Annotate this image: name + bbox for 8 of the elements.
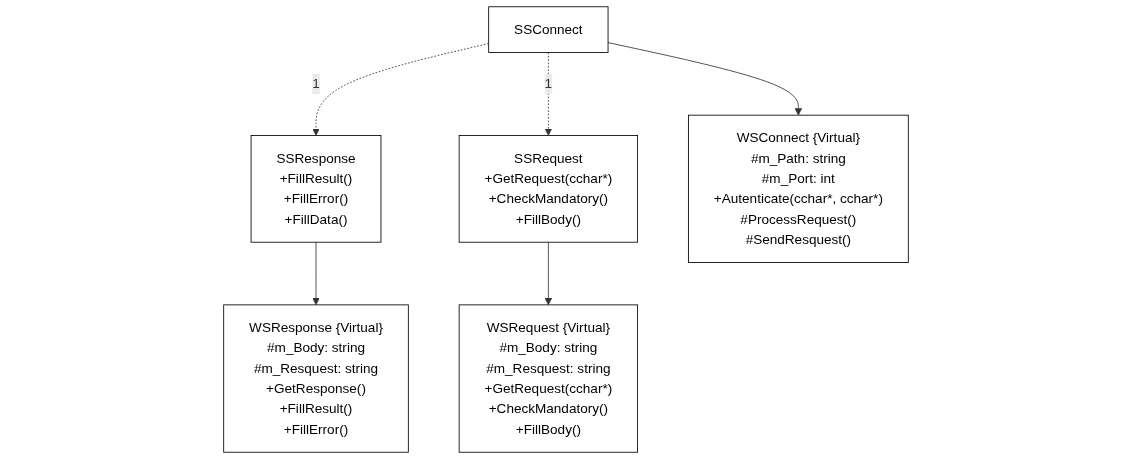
node-box: WSResponse {Virtual} #m_Body: string #m_Resquest: string +GetResponse() +FillResult() +FillError() xyxy=(223,304,409,453)
node-box: SSRequest +GetRequest(cchar*) +CheckMandatory() +FillBody() xyxy=(458,135,639,243)
edge-label: 1 xyxy=(312,76,320,91)
node-box: WSConnect {Virtual} #m_Path: string #m_Port: int +Autenticate(cchar*, cchar*) #ProcessRequest() #SendResquest() xyxy=(688,114,909,263)
node-box: WSRequest {Virtual} #m_Body: string #m_Resquest: string +GetRequest(cchar*) +CheckMandatory() +FillBody() xyxy=(458,304,639,453)
node-box: SSConnect xyxy=(488,6,609,53)
node-box: SSResponse +FillResult() +FillError() +FillData() xyxy=(250,135,382,243)
edge-label: 1 xyxy=(544,76,553,91)
